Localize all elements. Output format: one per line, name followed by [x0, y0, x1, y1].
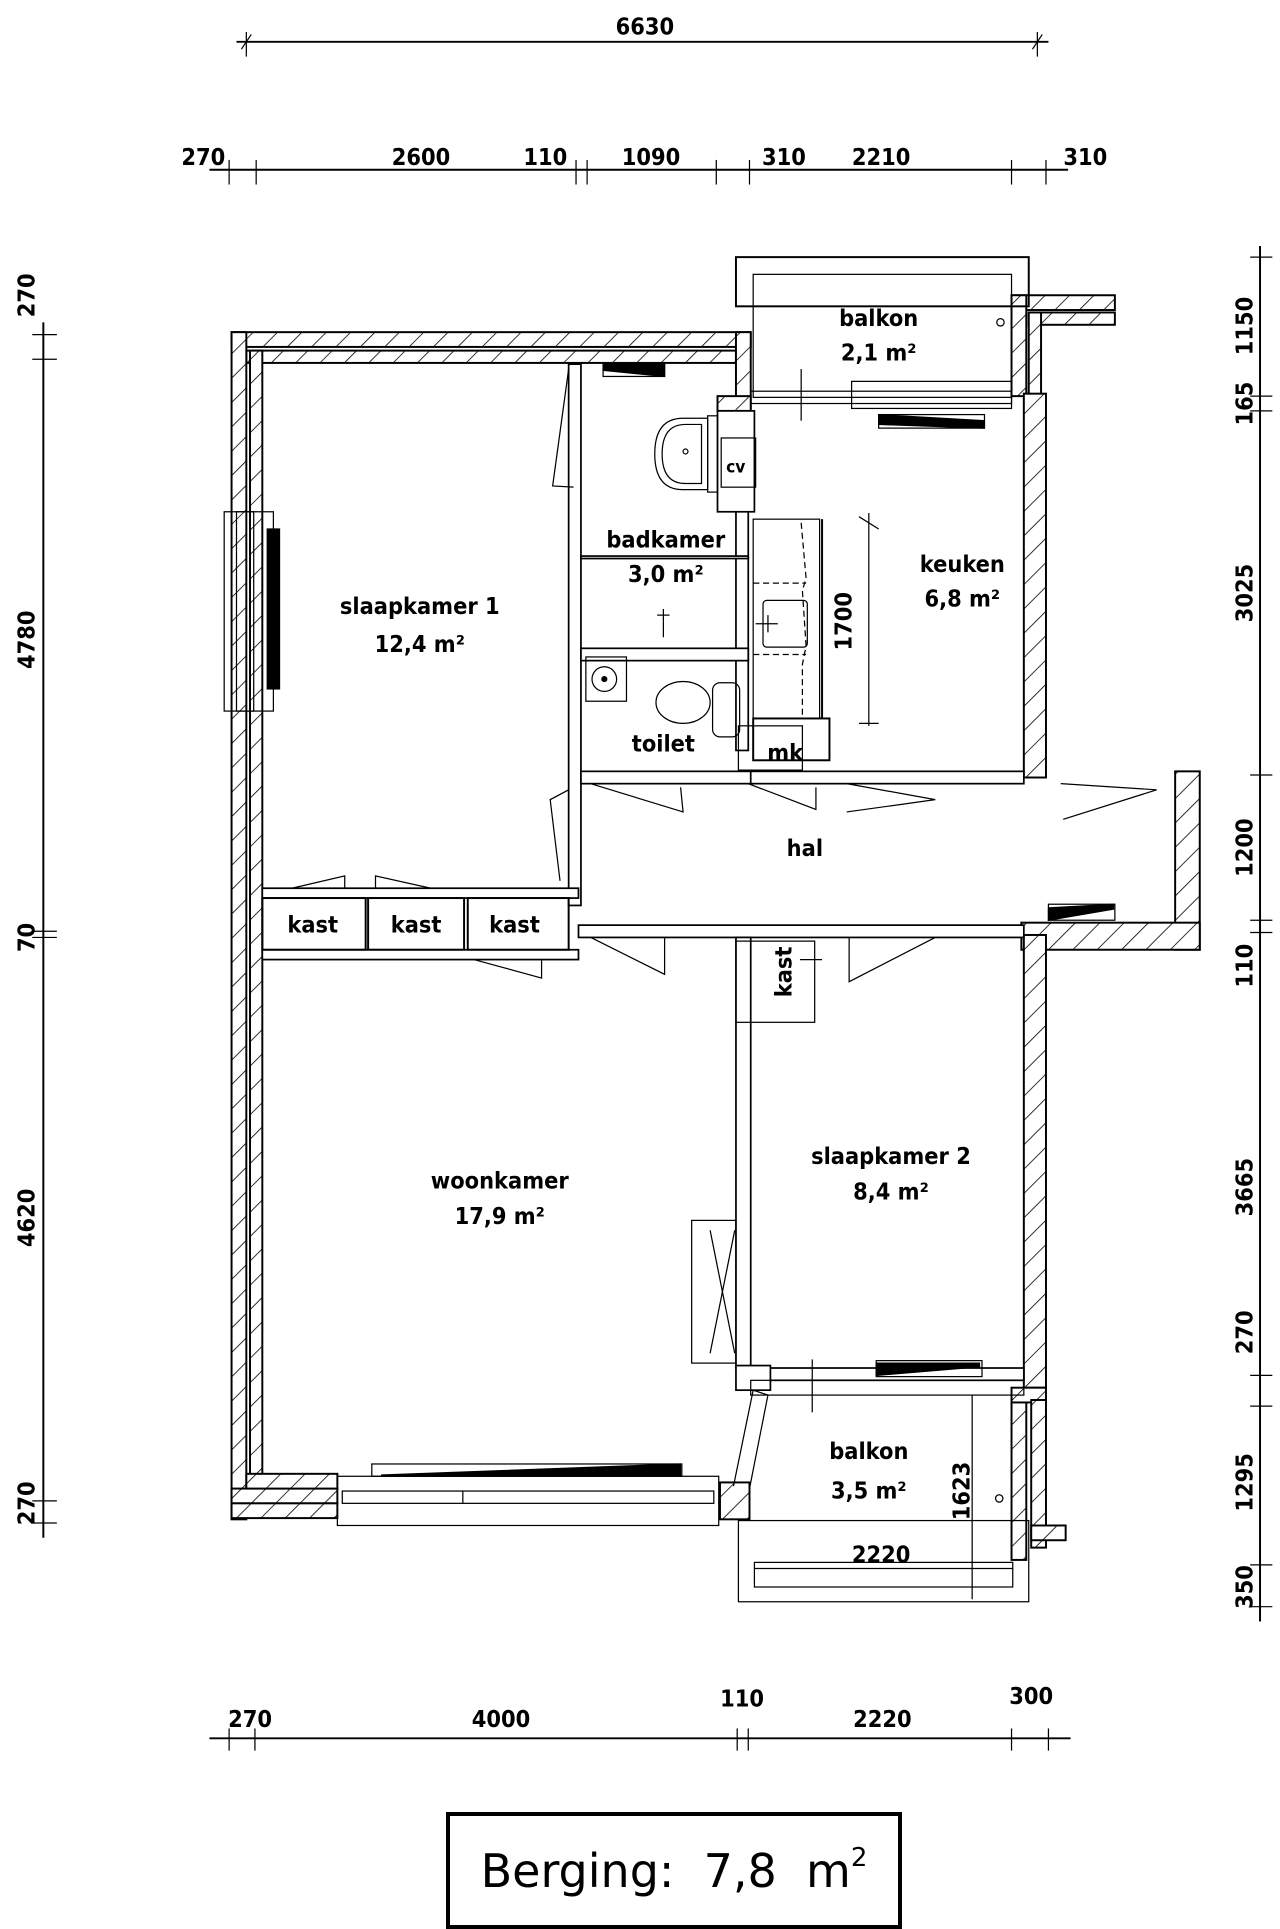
svg-text:4000: 4000 — [472, 1705, 530, 1733]
svg-text:270: 270 — [13, 273, 41, 317]
room-badkamer-area: 3,0 m² — [628, 560, 704, 588]
svg-text:350: 350 — [1231, 1565, 1259, 1609]
svg-text:270: 270 — [1231, 1310, 1259, 1354]
svg-text:110: 110 — [720, 1684, 764, 1712]
room-kast-3-name: kast — [489, 911, 540, 939]
room-labels: balkon 2,1 m² badkamer 3,0 m² keuken 6,8… — [287, 304, 1004, 1504]
closets — [261, 897, 570, 951]
room-kast-2-name: kast — [391, 911, 442, 939]
room-badkamer-name: badkamer — [606, 525, 726, 553]
svg-text:2210: 2210 — [852, 143, 911, 171]
svg-text:310: 310 — [762, 143, 806, 171]
svg-text:1090: 1090 — [622, 143, 681, 171]
svg-text:300: 300 — [1009, 1682, 1053, 1710]
balcony-1-outline — [734, 256, 1030, 421]
storage-area-text: Berging: 7,8 m2 — [480, 1843, 868, 1898]
dim-balkon2-width: 2220 — [852, 1540, 911, 1568]
room-balkon-2-name: balkon — [829, 1437, 908, 1465]
storage-area-box: Berging: 7,8 m2 — [446, 1812, 902, 1929]
room-balkon-1-name: balkon — [839, 304, 918, 332]
bottom-dimensions: 270 4000 110 2220 300 — [209, 1682, 1071, 1751]
svg-text:1200: 1200 — [1231, 818, 1259, 877]
top-segment-dimensions: 270 2600 110 1090 310 2210 310 — [181, 143, 1107, 185]
room-hal-name: hal — [787, 834, 823, 862]
svg-text:270: 270 — [228, 1705, 272, 1733]
room-toilet-name: toilet — [632, 730, 695, 758]
cv-label: cv — [726, 457, 745, 477]
room-kast-1-name: kast — [287, 911, 338, 939]
right-dimensions: 1150 165 3025 1200 110 3665 270 1295 350 — [1231, 246, 1273, 1622]
svg-text:270: 270 — [13, 1481, 41, 1525]
door-swings — [291, 368, 1157, 1489]
room-woonkamer-name: woonkamer — [431, 1166, 570, 1194]
room-balkon-2-area: 3,5 m² — [831, 1476, 907, 1504]
svg-text:3025: 3025 — [1231, 564, 1259, 623]
svg-text:110: 110 — [523, 143, 567, 171]
bathroom-fixtures: cv 1700 — [585, 415, 879, 771]
svg-text:1295: 1295 — [1231, 1453, 1259, 1511]
balcony-2-outline: 1623 2220 — [737, 1359, 1030, 1603]
dim-keuken-counter: 1700 — [830, 592, 858, 651]
room-woonkamer-area: 17,9 m² — [455, 1202, 545, 1230]
exterior-walls — [230, 294, 1201, 1561]
svg-text:1150: 1150 — [1231, 297, 1259, 356]
room-slaapkamer-2-name: slaapkamer 2 — [811, 1142, 971, 1170]
windows — [223, 511, 1025, 1527]
top-overall-dimension: 6630 — [236, 12, 1049, 57]
svg-text:4780: 4780 — [13, 610, 41, 669]
svg-text:110: 110 — [1231, 944, 1259, 988]
room-keuken-name: keuken — [920, 550, 1005, 578]
svg-text:2600: 2600 — [392, 143, 451, 171]
radiators — [266, 363, 1116, 1477]
room-kast-4-name: kast — [769, 947, 797, 998]
room-slaapkamer-1-name: slaapkamer 1 — [340, 592, 500, 620]
room-mk-name: mk — [767, 738, 804, 766]
room-balkon-1-area: 2,1 m² — [841, 338, 917, 366]
room-keuken-area: 6,8 m² — [924, 585, 1000, 613]
svg-text:310: 310 — [1063, 143, 1107, 171]
room-slaapkamer-2-area: 8,4 m² — [853, 1177, 929, 1205]
svg-text:70: 70 — [13, 923, 41, 952]
dim-balkon2-depth: 1623 — [948, 1462, 976, 1520]
svg-text:3665: 3665 — [1231, 1158, 1259, 1217]
left-dimensions: 270 4780 70 4620 270 — [13, 273, 57, 1538]
interior-walls — [261, 363, 1025, 1392]
svg-text:165: 165 — [1231, 382, 1259, 426]
svg-text:270: 270 — [181, 143, 225, 171]
room-slaapkamer-1-area: 12,4 m² — [375, 630, 465, 658]
svg-text:4620: 4620 — [13, 1189, 41, 1248]
svg-text:2220: 2220 — [853, 1705, 912, 1733]
dim-overall-width: 6630 — [616, 12, 675, 40]
